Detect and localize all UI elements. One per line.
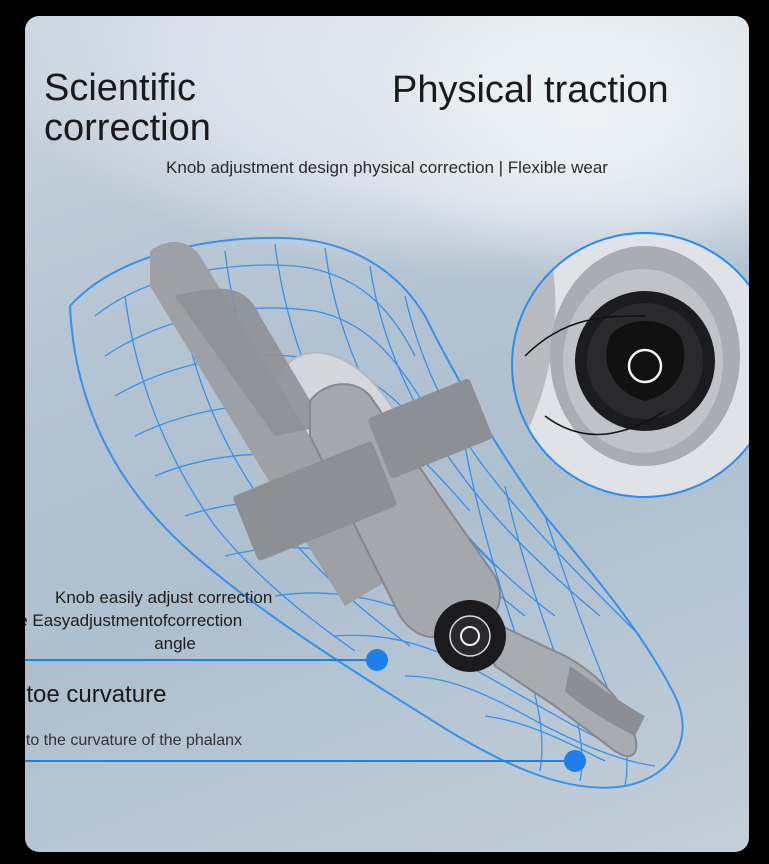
callout-knob-line3: angle bbox=[154, 634, 196, 653]
bunion-brace bbox=[150, 241, 645, 757]
title-scientific-correction: Scientific correction bbox=[44, 68, 211, 148]
callout-knob-line1: Knob easily adjust correction bbox=[55, 588, 273, 607]
subtitle: Knob adjustment design physical correcti… bbox=[166, 158, 608, 177]
product-card: Scientific correction Physical traction … bbox=[25, 16, 749, 852]
title-left-line1: Scientific bbox=[44, 67, 197, 109]
callout-dot-knob bbox=[366, 649, 388, 671]
callout-knob-line2: gle Easyadjustmentofcorrection bbox=[25, 611, 243, 630]
callout-toe-heading: t toe curvature bbox=[25, 681, 167, 708]
title-left-line2: correction bbox=[44, 107, 211, 149]
callout-dot-toe bbox=[564, 750, 586, 772]
title-physical-traction: Physical traction bbox=[392, 69, 669, 111]
knob-closeup bbox=[511, 232, 749, 498]
callout-toe-description: t to the curvature of the phalanx bbox=[25, 732, 243, 749]
callout-lines bbox=[25, 649, 586, 772]
product-illustration bbox=[25, 232, 749, 789]
callout-knob-text: Knob easily adjust correction gle Easyad… bbox=[25, 586, 325, 655]
